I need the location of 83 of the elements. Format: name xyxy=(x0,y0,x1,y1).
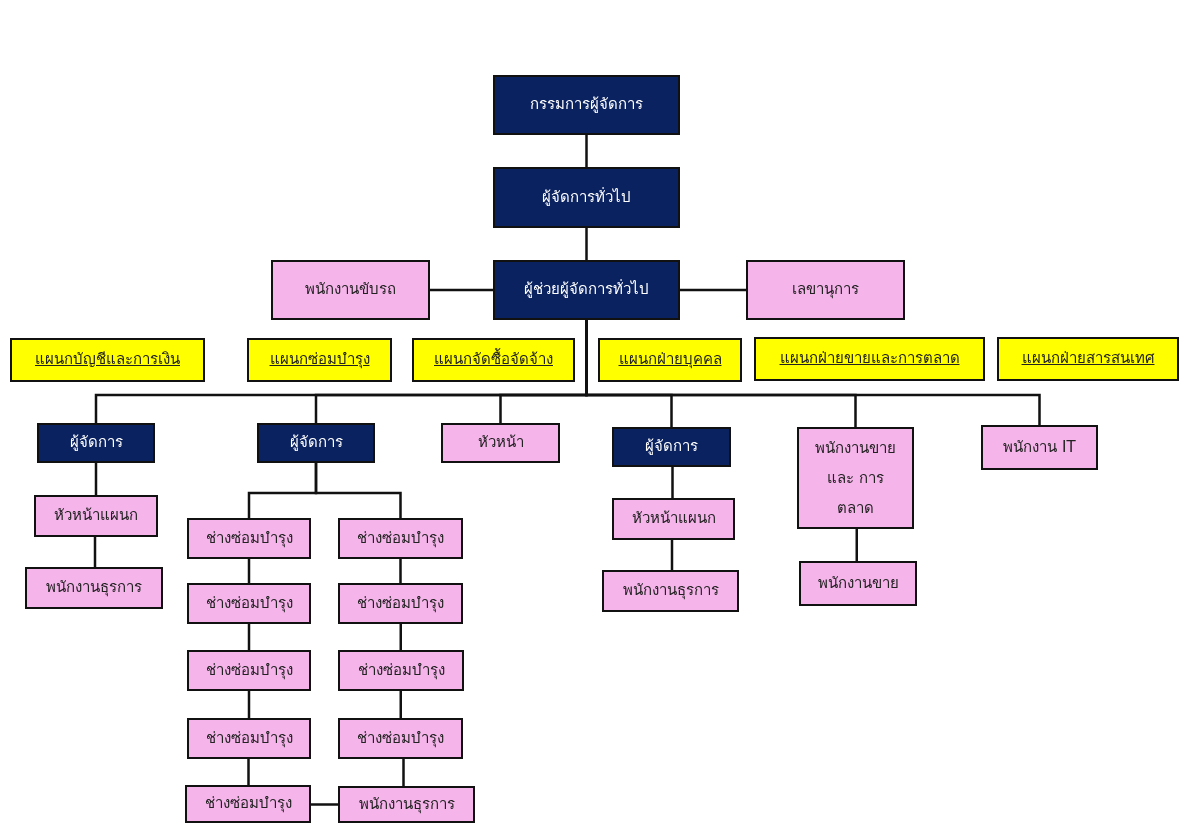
manager-box xyxy=(493,75,680,135)
position-title: ผู้จัดการทั่วไป xyxy=(541,186,632,208)
connector-line xyxy=(311,803,338,806)
connector-line xyxy=(247,559,251,583)
connector-line xyxy=(430,288,493,292)
connector-line xyxy=(855,529,858,561)
connector-line xyxy=(93,537,97,567)
position-title: หัวหน้า xyxy=(476,432,525,454)
position-box xyxy=(187,583,311,624)
position-box xyxy=(338,583,463,624)
position-title: แผนกฝ่ายสารสนเทศ xyxy=(1020,348,1156,370)
connector-line xyxy=(399,691,402,718)
connector-line xyxy=(585,135,588,167)
connector-line xyxy=(247,759,250,785)
position-title: ช่างซ่อมบำรุง xyxy=(204,727,294,750)
department-label-box xyxy=(247,338,392,382)
position-title: พนักงาน IT xyxy=(1002,436,1077,458)
position-title: แผนกฝ่ายบุคคล xyxy=(617,349,723,371)
position-title: หัวหน้าแผนก xyxy=(630,508,717,530)
position-title: ช่างซ่อมบำรุง xyxy=(356,592,445,615)
position-title: ช่างซ่อมบำรุง xyxy=(203,793,293,815)
position-title: กรรมการผู้จัดการ xyxy=(529,94,644,116)
connector-line xyxy=(585,228,588,260)
position-box xyxy=(34,495,158,537)
connector-line xyxy=(402,759,405,786)
manager-box xyxy=(257,423,375,463)
position-title: พนักงานธุรการ xyxy=(357,793,456,816)
position-title: เลขานุการ xyxy=(791,279,860,301)
position-box xyxy=(187,718,311,759)
connector-line xyxy=(680,288,746,292)
position-box xyxy=(602,570,739,612)
position-box xyxy=(338,786,475,823)
manager-box xyxy=(493,260,680,320)
position-box xyxy=(25,567,163,609)
position-title: ช่างซ่อมบำรุง xyxy=(204,592,294,615)
position-title: ผู้ช่วยผู้จัดการทั่วไป xyxy=(523,279,650,301)
position-title: แผนกซ่อมบำรุง xyxy=(268,349,371,371)
position-box xyxy=(338,718,463,759)
position-title: แผนกจัดซื้อจัดจ้าง xyxy=(433,349,554,371)
position-title: ผู้จัดการ xyxy=(644,436,699,458)
position-title: ผู้จัดการ xyxy=(68,432,124,454)
position-box xyxy=(441,423,560,463)
position-box xyxy=(981,425,1098,470)
department-label-box xyxy=(754,337,985,381)
connector-line xyxy=(670,540,674,570)
position-box xyxy=(746,260,905,320)
position-title: ช่างซ่อมบำรุง xyxy=(204,527,294,550)
position-title: ช่างซ่อมบำรุง xyxy=(356,727,445,750)
position-title: พนักงานธุรการ xyxy=(45,577,143,599)
position-box xyxy=(799,561,917,606)
position-box xyxy=(187,650,311,691)
position-title: หัวหน้าแผนก xyxy=(53,505,139,527)
position-box xyxy=(338,518,463,559)
connector-line xyxy=(247,624,251,650)
department-label-box xyxy=(10,338,205,382)
position-title: พนักงานขาย และ การตลาด xyxy=(814,438,897,519)
position-title: แผนกฝ่ายขายและการตลาด xyxy=(778,348,961,370)
position-title: แผนกบัญชีและการเงิน xyxy=(34,349,181,371)
department-label-box xyxy=(997,337,1179,381)
position-title: พนักงานธุรการ xyxy=(621,580,720,602)
position-title: ช่างซ่อมบำรุง xyxy=(356,527,445,550)
position-box xyxy=(187,518,311,559)
manager-box xyxy=(37,423,155,463)
connector-line xyxy=(671,467,674,498)
connector-line xyxy=(94,463,98,495)
position-title: ช่างซ่อมบำรุง xyxy=(204,659,294,682)
connector-line xyxy=(399,559,402,583)
department-label-box xyxy=(412,338,575,382)
position-title: พนักงานขับรถ xyxy=(304,279,397,301)
position-title: ผู้จัดการ xyxy=(288,432,344,454)
position-title: ช่างซ่อมบำรุง xyxy=(356,659,446,682)
position-box xyxy=(797,427,914,529)
department-label-box xyxy=(598,338,742,382)
position-box xyxy=(338,650,464,691)
connector-line xyxy=(247,691,251,718)
position-box xyxy=(271,260,430,320)
position-title: พนักงานขาย xyxy=(816,572,900,594)
connector-line xyxy=(399,624,402,650)
manager-box xyxy=(612,427,731,467)
position-box xyxy=(185,785,311,823)
connector-line xyxy=(314,463,402,518)
manager-box xyxy=(493,167,680,228)
position-box xyxy=(612,498,735,540)
